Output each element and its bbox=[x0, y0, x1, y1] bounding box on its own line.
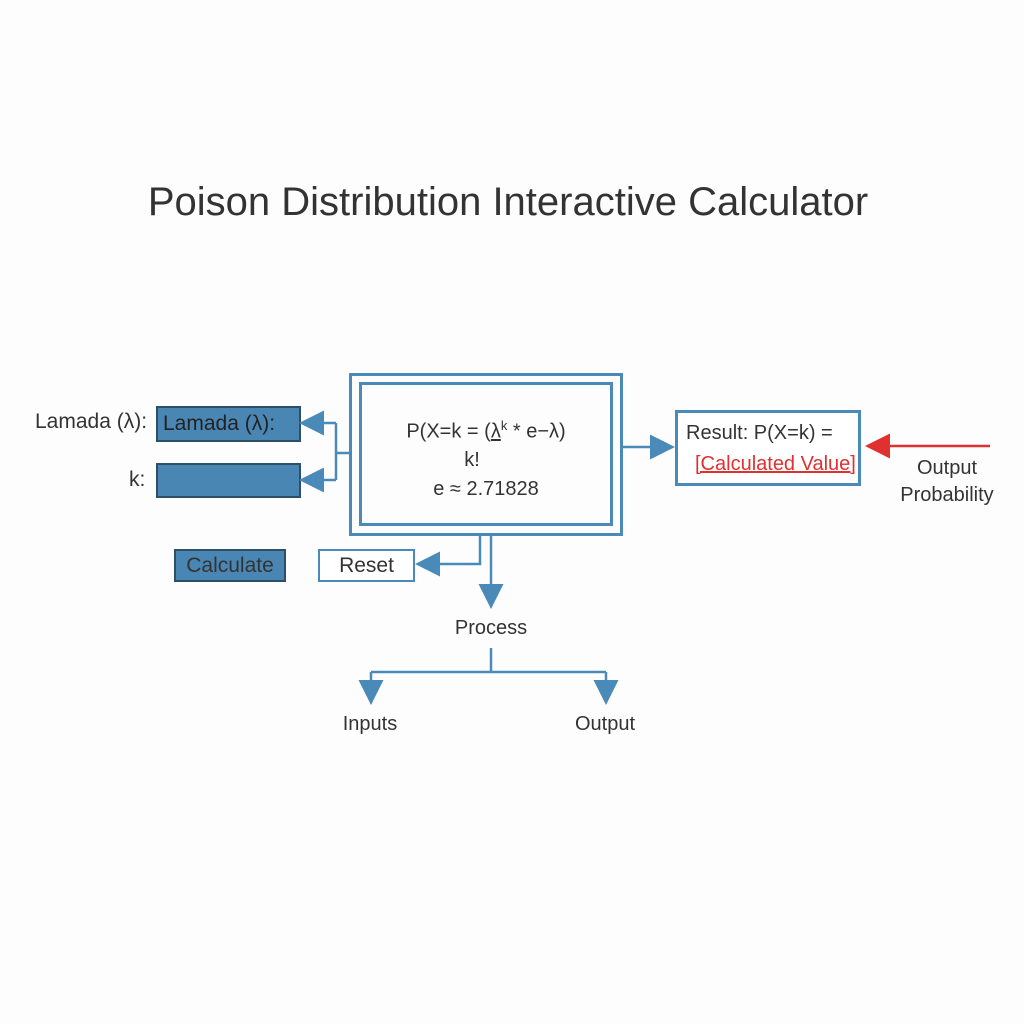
arrow-to-reset bbox=[415, 536, 482, 577]
lambda-label: Lamada (λ): bbox=[35, 410, 148, 433]
reset-button[interactable]: Reset bbox=[318, 549, 415, 582]
k-label: k: bbox=[129, 468, 146, 491]
calculate-button[interactable]: Calculate bbox=[174, 549, 286, 582]
output-label: Output bbox=[574, 713, 636, 735]
formula-lambda: λ bbox=[490, 420, 501, 443]
inputs-label: Inputs bbox=[342, 713, 398, 735]
formula-suffix: * e−λ) bbox=[507, 420, 566, 443]
formula-line: P(X=k = (λk * e−λ) bbox=[359, 418, 613, 444]
formula-denominator: k! bbox=[464, 449, 480, 471]
formula-box bbox=[359, 382, 613, 526]
page-title: Poison Distribution Interactive Calculat… bbox=[147, 180, 869, 224]
connector-to-inputs bbox=[334, 423, 349, 480]
formula-box-outer bbox=[349, 373, 623, 536]
result-box: Result: P(X=k) = [Calculated Value] bbox=[675, 410, 861, 486]
process-branch bbox=[371, 648, 606, 674]
k-input[interactable] bbox=[156, 463, 301, 498]
annotation-line1: Output bbox=[916, 457, 978, 479]
result-label: Result: P(X=k) = bbox=[686, 422, 833, 444]
formula-prefix: P(X=k = ( bbox=[406, 420, 491, 443]
lambda-input[interactable]: Lamada (λ): bbox=[156, 406, 301, 442]
e-approximation: e ≈ 2.71828 bbox=[433, 478, 539, 500]
annotation-line2: Probability bbox=[900, 484, 994, 506]
result-value: [Calculated Value] bbox=[695, 453, 856, 475]
process-label: Process bbox=[454, 617, 528, 639]
formula-exponent: k bbox=[500, 418, 508, 433]
